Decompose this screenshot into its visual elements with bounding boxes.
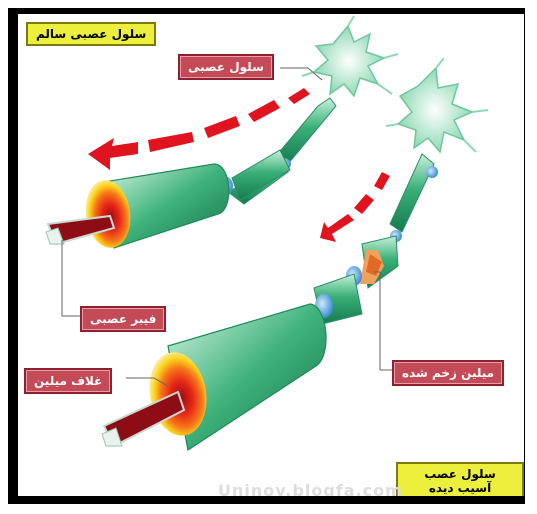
nerve-cell-label: سلول عصبی xyxy=(178,54,274,80)
damaged-myelin-label: میلین زخم شده xyxy=(392,360,504,386)
neuron-diagram-svg xyxy=(18,14,524,496)
diagram-canvas: سلول عصبی سالم سلول عصبی فیبر عصبی غلاف … xyxy=(18,14,524,496)
damaged-cell-body xyxy=(386,58,488,152)
healthy-axon-main xyxy=(46,164,229,251)
damaged-direction-arrow xyxy=(320,172,390,242)
healthy-cell-label: سلول عصبی سالم xyxy=(26,22,156,46)
watermark-text: Uninov.blogfa.com xyxy=(218,481,403,496)
nerve-fiber-label: فیبر عصبی xyxy=(80,306,166,332)
damaged-cell-label: سلول عصب آسیب دیده xyxy=(396,462,524,496)
healthy-cell-body xyxy=(302,16,398,96)
healthy-axon-segments xyxy=(215,98,336,204)
myelin-sheath-label: غلاف میلین xyxy=(24,368,112,394)
